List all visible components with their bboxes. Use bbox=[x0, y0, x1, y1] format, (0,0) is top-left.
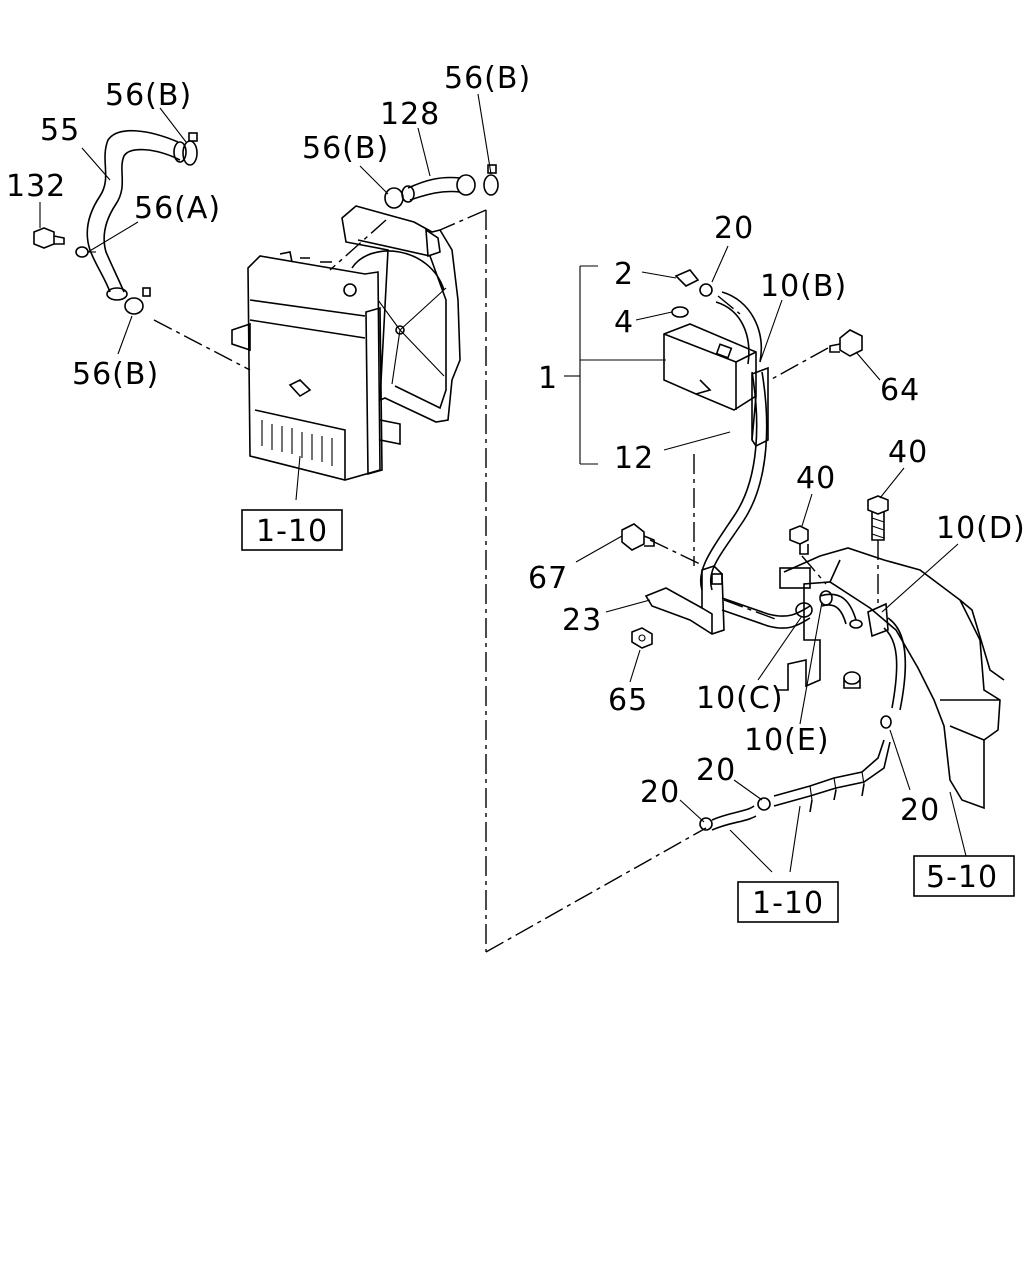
label-20-b: 20 bbox=[696, 753, 736, 788]
label-56b-top-right: 56(B) bbox=[444, 61, 531, 96]
clamp-56b-mid[interactable] bbox=[384, 187, 404, 209]
nut-65[interactable] bbox=[631, 627, 653, 649]
reservoir-tank[interactable] bbox=[663, 323, 757, 411]
clamp-56b-upper-left[interactable] bbox=[182, 132, 198, 166]
hose-10a[interactable] bbox=[699, 371, 768, 591]
clamp-20-b[interactable] bbox=[757, 797, 771, 811]
ref-box-lower[interactable]: 1-10 bbox=[737, 881, 839, 923]
label-56b-top-left: 56(B) bbox=[105, 78, 192, 113]
label-4: 4 bbox=[614, 305, 634, 340]
ref-box-5-10[interactable]: 5-10 bbox=[913, 855, 1015, 897]
packing-4[interactable] bbox=[671, 306, 689, 318]
label-10b: 10(B) bbox=[760, 269, 847, 304]
bolt-132[interactable] bbox=[33, 227, 65, 249]
label-56b-mid: 56(B) bbox=[302, 131, 389, 166]
label-12: 12 bbox=[614, 441, 654, 476]
hose-10e[interactable] bbox=[819, 590, 857, 625]
radiator[interactable] bbox=[231, 251, 401, 481]
clamp-20-a[interactable] bbox=[699, 817, 713, 831]
label-65: 65 bbox=[608, 683, 648, 718]
upper-hose-55[interactable] bbox=[86, 129, 187, 301]
ref-lower-text: 1-10 bbox=[752, 886, 824, 921]
clamp-20-c[interactable] bbox=[880, 715, 892, 729]
hose-10b[interactable] bbox=[715, 291, 762, 365]
bolt-40-right[interactable] bbox=[867, 495, 889, 541]
label-67: 67 bbox=[528, 561, 568, 596]
phantom-lines bbox=[153, 209, 879, 953]
clamp-56b-upper-right[interactable] bbox=[483, 164, 499, 196]
clip-10d-bracket[interactable] bbox=[867, 602, 889, 638]
hose-10d[interactable] bbox=[883, 617, 907, 711]
label-20-a: 20 bbox=[640, 775, 680, 810]
label-1: 1 bbox=[538, 361, 558, 396]
fan-shroud[interactable] bbox=[341, 205, 461, 423]
label-40-left: 40 bbox=[796, 461, 836, 496]
ref-5-10-text: 5-10 bbox=[926, 860, 998, 895]
bolt-67[interactable] bbox=[621, 523, 655, 551]
clamp-56b-lower-left[interactable] bbox=[124, 287, 151, 315]
label-56a: 56(A) bbox=[134, 191, 221, 226]
label-56b-bottom-left: 56(B) bbox=[72, 357, 159, 392]
callout-labels: 56(B) 55 132 56(A) 56(B) 56(B) 128 56(B)… bbox=[6, 61, 1024, 828]
bolt-64[interactable] bbox=[829, 329, 863, 357]
leader-lines bbox=[39, 93, 967, 873]
label-2: 2 bbox=[614, 257, 634, 292]
label-10c: 10(C) bbox=[696, 681, 784, 716]
label-128: 128 bbox=[380, 97, 440, 132]
label-55: 55 bbox=[40, 113, 80, 148]
label-20-c: 20 bbox=[900, 793, 940, 828]
label-10d: 10(D) bbox=[936, 511, 1024, 546]
hose-128[interactable] bbox=[401, 174, 476, 203]
clamp-20-top[interactable] bbox=[699, 283, 713, 297]
cap-2[interactable] bbox=[674, 269, 700, 287]
label-64: 64 bbox=[880, 373, 920, 408]
ref-radiator-text: 1-10 bbox=[256, 514, 328, 549]
label-20-top: 20 bbox=[714, 211, 754, 246]
hose-10c[interactable] bbox=[721, 597, 813, 629]
lower-pipe[interactable] bbox=[711, 739, 891, 831]
label-40-right: 40 bbox=[888, 435, 928, 470]
bolt-40-left[interactable] bbox=[789, 525, 809, 555]
label-23: 23 bbox=[562, 603, 602, 638]
frame-member bbox=[776, 547, 1005, 810]
bracket-23[interactable] bbox=[644, 565, 725, 635]
ref-box-radiator[interactable]: 1-10 bbox=[241, 509, 343, 551]
label-132: 132 bbox=[6, 169, 66, 204]
label-10e: 10(E) bbox=[744, 723, 830, 758]
